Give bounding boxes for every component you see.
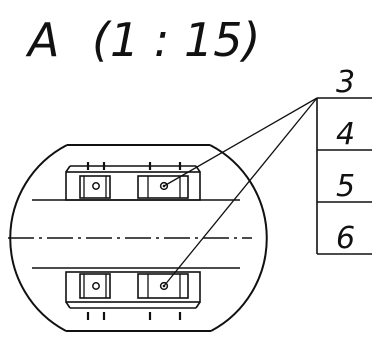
view-scale: (1 : 15) <box>92 13 260 67</box>
upper-right-hole-icon <box>159 181 169 191</box>
view-letter: A <box>25 13 59 67</box>
callout-number-5: 5 <box>336 169 355 204</box>
lower-clamp <box>65 271 201 320</box>
upper-left-element <box>79 175 111 199</box>
upper-clamp-body <box>65 171 201 201</box>
lower-clamp-cap-right <box>195 301 201 309</box>
leader-line-lower <box>163 97 318 287</box>
upper-clamp <box>65 162 201 201</box>
lower-left-element <box>79 273 111 299</box>
upper-left-hole-icon <box>92 182 100 190</box>
upper-right-element <box>137 175 189 199</box>
lower-right-element <box>137 273 189 299</box>
lower-clamp-cap-left <box>65 301 71 309</box>
callout-number-3: 3 <box>336 65 355 100</box>
upper-clamp-cap-left <box>65 165 71 173</box>
lower-left-hole-icon <box>92 282 100 290</box>
lower-clamp-body <box>65 271 201 303</box>
callout-stack: 3 4 5 6 <box>316 65 372 256</box>
callout-number-4: 4 <box>336 117 355 152</box>
detail-circle-right-arc <box>209 144 268 332</box>
lower-right-hole-icon <box>159 281 169 291</box>
callout-number-6: 6 <box>336 221 355 256</box>
leader-line-upper <box>163 97 318 187</box>
